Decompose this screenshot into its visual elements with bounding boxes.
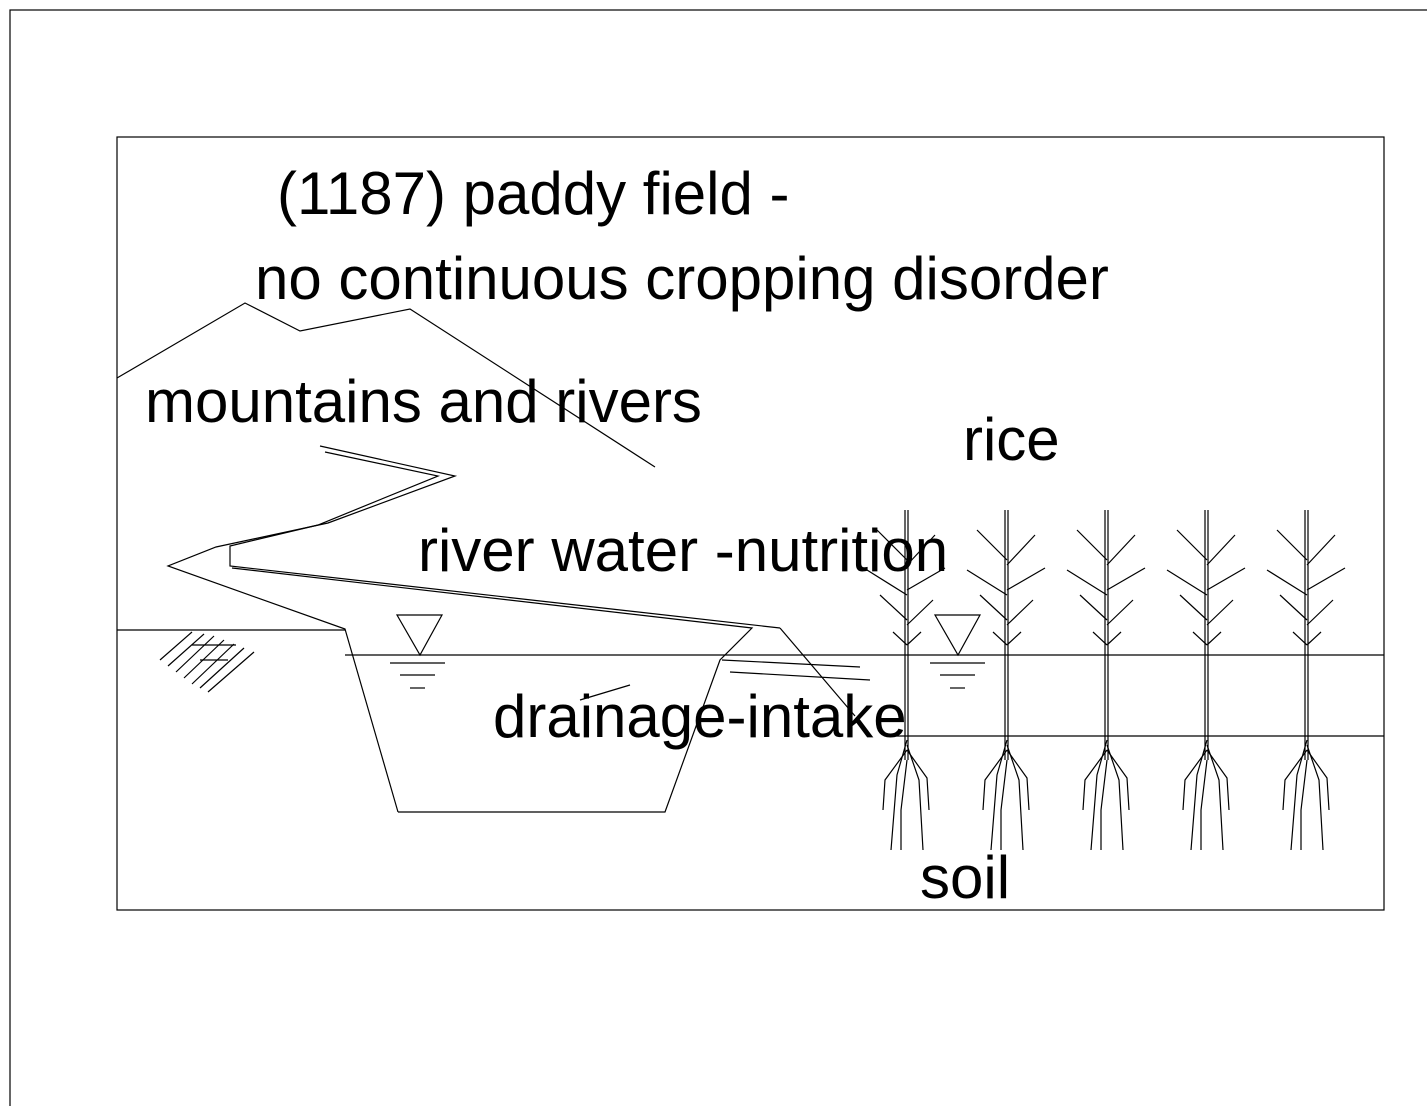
rice-plant-icon	[1167, 510, 1245, 850]
title-line-1: (1187) paddy field -	[277, 160, 790, 227]
rice-label: rice	[963, 406, 1060, 473]
drainage-label: drainage-intake	[493, 683, 907, 750]
title-line-2: no continuous cropping disorder	[255, 245, 1109, 312]
rice-plant-icon	[1067, 510, 1145, 850]
mountains-label: mountains and rivers	[145, 368, 702, 435]
water-level-icon	[390, 615, 445, 688]
hatched-bank-icon	[160, 632, 254, 692]
water-level-icon	[930, 615, 985, 688]
rice-plant-icon	[967, 510, 1045, 850]
soil-label: soil	[920, 844, 1010, 911]
river-water-label: river water -nutrition	[418, 517, 948, 584]
river	[168, 446, 855, 812]
rice-plant-icon	[1267, 510, 1345, 850]
